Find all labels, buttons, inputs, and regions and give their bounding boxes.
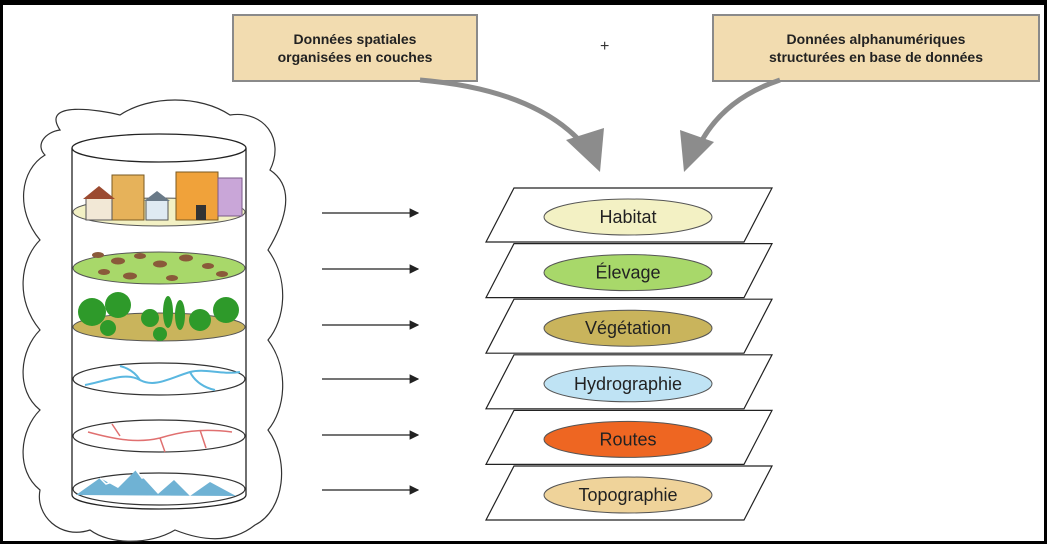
topography-disc — [72, 472, 246, 506]
spatial-data-box: Données spatiales organisées en couches — [232, 14, 478, 82]
spatial-data-line2: organisées en couches — [277, 49, 433, 65]
layer-badge-routes — [543, 420, 713, 458]
alpha-curved-arrow — [694, 77, 781, 152]
cylinder-bottom — [71, 494, 247, 510]
layer-badge-vegetation — [543, 309, 713, 347]
trees-icon — [78, 292, 239, 341]
layer-badge-elevage — [543, 254, 713, 292]
alphanumeric-data-line2: structurées en base de données — [769, 49, 983, 65]
livestock-icon — [92, 252, 228, 281]
spatial-data-line1: Données spatiales — [293, 31, 417, 47]
layer-stack: HabitatÉlevageVégétationHydrographieRout… — [485, 187, 773, 521]
rivers-icon — [84, 365, 241, 391]
layer-badge-topographie — [543, 476, 713, 514]
layer-label-habitat: Habitat — [599, 207, 656, 227]
layer-label-elevage: Élevage — [595, 263, 660, 283]
alpha-arrow-head — [680, 130, 714, 172]
layer-badge-habitat — [543, 198, 713, 236]
top-border — [0, 0, 1047, 5]
spatial-curved-arrow — [419, 77, 590, 152]
alphanumeric-data-box: Données alphanumériques structurées en b… — [712, 14, 1040, 82]
cylinder-top — [71, 133, 247, 163]
alphanumeric-data-line1: Données alphanumériques — [786, 31, 966, 47]
hydrography-disc — [72, 362, 246, 396]
buildings-icon — [83, 171, 243, 221]
layer-label-vegetation: Végétation — [585, 318, 671, 338]
plus-sign: + — [600, 38, 610, 55]
layer-label-routes: Routes — [599, 429, 656, 449]
layer-label-hydrographie: Hydrographie — [574, 374, 682, 394]
layer-badge-hydrographie — [543, 365, 713, 403]
roads-icon — [87, 423, 233, 453]
spatial-arrow-head — [566, 128, 604, 172]
layer-label-topographie: Topographie — [578, 485, 677, 505]
mountains-icon — [76, 470, 236, 496]
roads-disc — [72, 419, 246, 453]
